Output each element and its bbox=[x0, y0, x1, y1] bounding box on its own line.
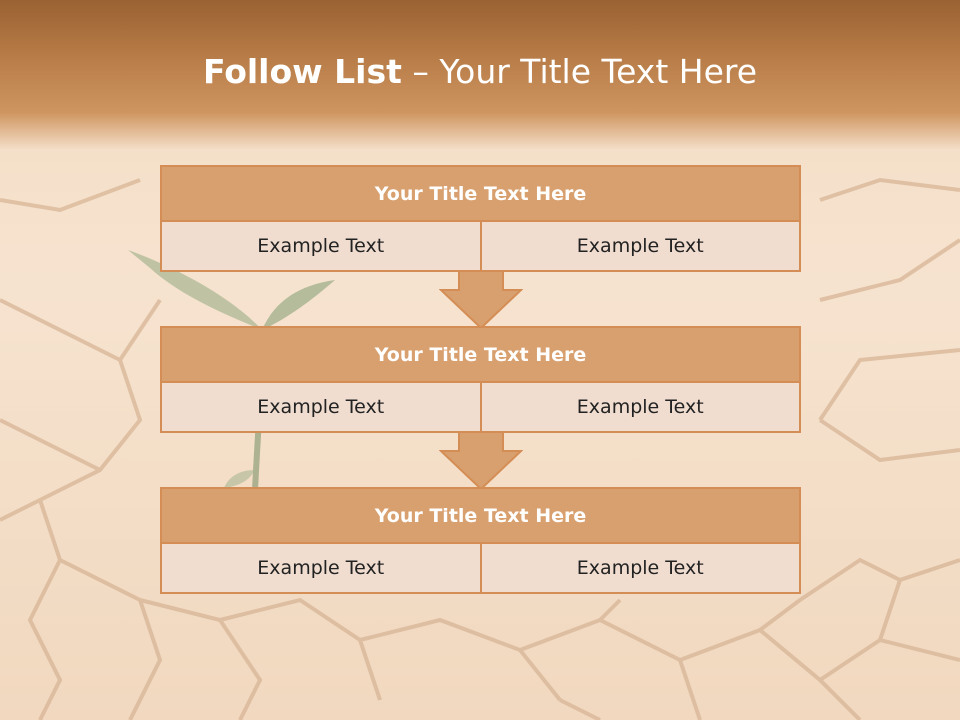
title-banner bbox=[0, 0, 960, 150]
block-cell-right[interactable]: Example Text bbox=[481, 222, 801, 272]
block-row: Example Text Example Text bbox=[160, 383, 801, 433]
down-arrow-icon bbox=[439, 270, 523, 330]
ground-cracks bbox=[0, 177, 960, 720]
list-block-3[interactable]: Your Title Text Here Example Text Exampl… bbox=[160, 487, 801, 594]
block-title[interactable]: Your Title Text Here bbox=[160, 165, 801, 222]
block-row: Example Text Example Text bbox=[160, 544, 801, 594]
block-cell-left[interactable]: Example Text bbox=[160, 383, 482, 433]
slide-title: Follow List – Your Title Text Here bbox=[0, 52, 960, 91]
block-row: Example Text Example Text bbox=[160, 222, 801, 272]
block-cell-right[interactable]: Example Text bbox=[481, 383, 801, 433]
block-cell-right[interactable]: Example Text bbox=[481, 544, 801, 594]
down-arrow-icon bbox=[439, 431, 523, 491]
slide-title-bold: Follow List bbox=[202, 52, 402, 91]
sprout-leaf-low bbox=[224, 470, 255, 488]
sprout-leaf-right bbox=[262, 280, 335, 330]
block-title[interactable]: Your Title Text Here bbox=[160, 326, 801, 383]
list-block-2[interactable]: Your Title Text Here Example Text Exampl… bbox=[160, 326, 801, 433]
block-cell-left[interactable]: Example Text bbox=[160, 544, 482, 594]
list-block-1[interactable]: Your Title Text Here Example Text Exampl… bbox=[160, 165, 801, 272]
block-title[interactable]: Your Title Text Here bbox=[160, 487, 801, 544]
block-cell-left[interactable]: Example Text bbox=[160, 222, 482, 272]
slide-title-rest: – Your Title Text Here bbox=[401, 52, 758, 91]
